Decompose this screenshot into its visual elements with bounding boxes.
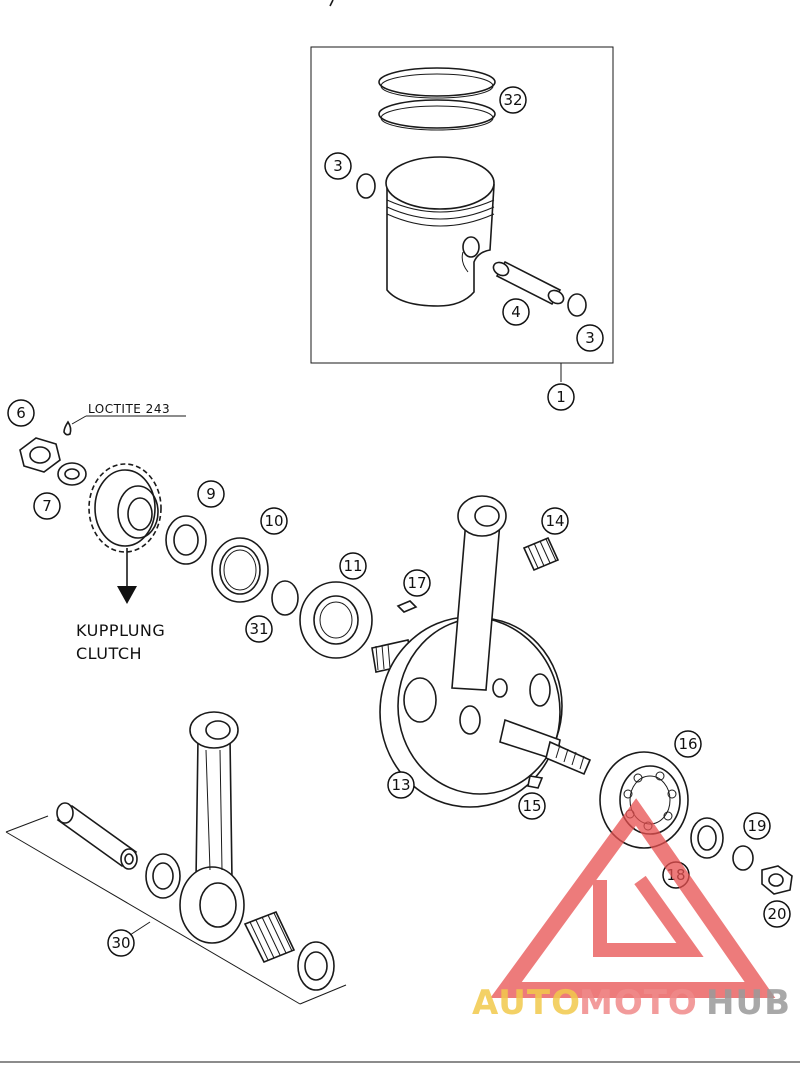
svg-text:3: 3 — [333, 157, 343, 175]
svg-text:6: 6 — [16, 404, 26, 422]
svg-text:7: 7 — [42, 497, 52, 515]
callout-19: 19 — [743, 812, 771, 840]
svg-text:1: 1 — [556, 388, 566, 406]
crankshaft — [371, 495, 592, 808]
svg-text:20: 20 — [767, 905, 786, 923]
svg-text:MOTO: MOTO — [579, 983, 698, 1023]
callout-20: 20 — [763, 900, 791, 928]
callout-16: 16 — [674, 730, 702, 758]
nut — [19, 437, 61, 473]
callout-4: 4 — [502, 298, 530, 326]
svg-text:14: 14 — [545, 512, 564, 530]
woodruff-key-top — [396, 600, 418, 613]
loctite-label: LOCTITE 243 — [88, 402, 170, 416]
watermark-logo — [490, 798, 776, 998]
wrist-pin — [492, 260, 565, 306]
svg-text:31: 31 — [249, 620, 268, 638]
callout-31: 31 — [245, 615, 273, 643]
needle-bearing-small-end — [522, 536, 560, 572]
washer-right — [732, 845, 754, 871]
callout-14: 14 — [541, 507, 569, 535]
main-bearing-left — [299, 581, 373, 659]
piston-rings — [378, 67, 496, 131]
watermark-text: AUTO MOTO HUB — [472, 983, 791, 1023]
callout-9: 9 — [197, 480, 225, 508]
callout-6: 6 — [7, 399, 35, 427]
svg-text:AUTO: AUTO — [472, 983, 581, 1023]
piston-assembly-box — [310, 46, 614, 364]
callout-30: 30 — [107, 929, 135, 957]
callout-1: 1 — [547, 383, 575, 411]
svg-text:4: 4 — [511, 303, 521, 321]
piston — [385, 156, 495, 307]
callout-3-right: 3 — [576, 324, 604, 352]
callout-32: 32 — [499, 86, 527, 114]
svg-text:19: 19 — [747, 817, 766, 835]
primary-gear — [88, 463, 162, 553]
spacer-right — [690, 817, 724, 859]
woodruff-key-bottom — [527, 775, 544, 789]
circlip-right — [567, 293, 587, 317]
callout-15: 15 — [518, 792, 546, 820]
callout-10: 10 — [260, 507, 288, 535]
callout-11: 11 — [339, 552, 367, 580]
svg-text:9: 9 — [206, 485, 216, 503]
svg-text:32: 32 — [503, 91, 522, 109]
svg-text:13: 13 — [391, 776, 410, 794]
clutch-arrow — [117, 548, 137, 604]
spacer — [165, 515, 207, 565]
callout-7: 7 — [33, 492, 61, 520]
svg-text:11: 11 — [343, 557, 362, 575]
piston-assembly-group — [310, 46, 614, 382]
svg-text:15: 15 — [522, 797, 541, 815]
loctite-drop — [63, 420, 72, 436]
cropped-title-mark — [329, 0, 334, 7]
svg-text:3: 3 — [585, 329, 595, 347]
connecting-rod-kit — [5, 711, 347, 1005]
svg-text:30: 30 — [111, 934, 130, 952]
callout-17: 17 — [403, 569, 431, 597]
svg-text:17: 17 — [407, 574, 426, 592]
clutch-label-de: KUPPLUNG — [76, 621, 165, 640]
circlip-left — [356, 173, 376, 199]
svg-text:10: 10 — [264, 512, 283, 530]
clutch-label-en: CLUTCH — [76, 644, 142, 663]
svg-text:HUB: HUB — [706, 983, 791, 1023]
callout-13: 13 — [387, 771, 415, 799]
washer — [57, 462, 87, 486]
o-ring — [271, 580, 299, 616]
svg-text:16: 16 — [678, 735, 697, 753]
callout-3-left: 3 — [324, 152, 352, 180]
nut-right — [761, 865, 793, 895]
oil-seal — [211, 537, 269, 603]
